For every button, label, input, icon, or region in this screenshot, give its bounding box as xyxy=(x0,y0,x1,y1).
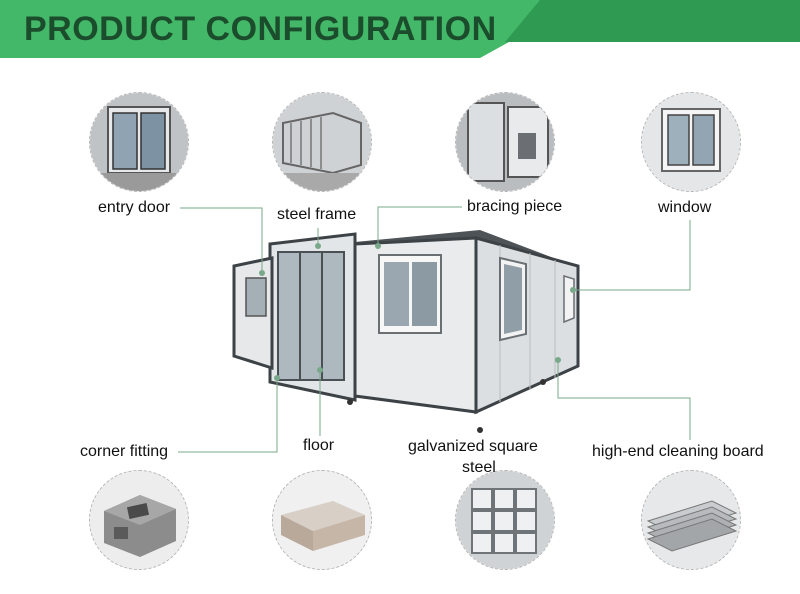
entry-door-label: entry door xyxy=(98,199,171,216)
steel-frame-photo xyxy=(272,92,372,192)
cleaning-board-photo xyxy=(641,470,741,570)
galvanized-steel-label-line2: steel xyxy=(462,459,496,476)
steel-frame-label: steel frame xyxy=(277,206,357,223)
floor-photo xyxy=(272,470,372,570)
corner-fitting-label: corner fitting xyxy=(80,443,169,460)
bracing-piece-label: bracing piece xyxy=(467,198,563,215)
window-photo xyxy=(641,92,741,192)
entry-door-photo xyxy=(89,92,189,192)
window-label: window xyxy=(658,199,712,216)
page-title: PRODUCT CONFIGURATION xyxy=(24,10,497,48)
floor-label: floor xyxy=(303,437,335,454)
cleaning-board-label: high-end cleaning board xyxy=(592,443,764,460)
galvanized-steel-label-line1: galvanized square xyxy=(408,438,538,455)
corner-fitting-photo xyxy=(89,470,189,570)
header-banner xyxy=(0,0,800,58)
bracing-piece-photo xyxy=(455,92,555,192)
galvanized-steel-photo xyxy=(455,470,555,570)
